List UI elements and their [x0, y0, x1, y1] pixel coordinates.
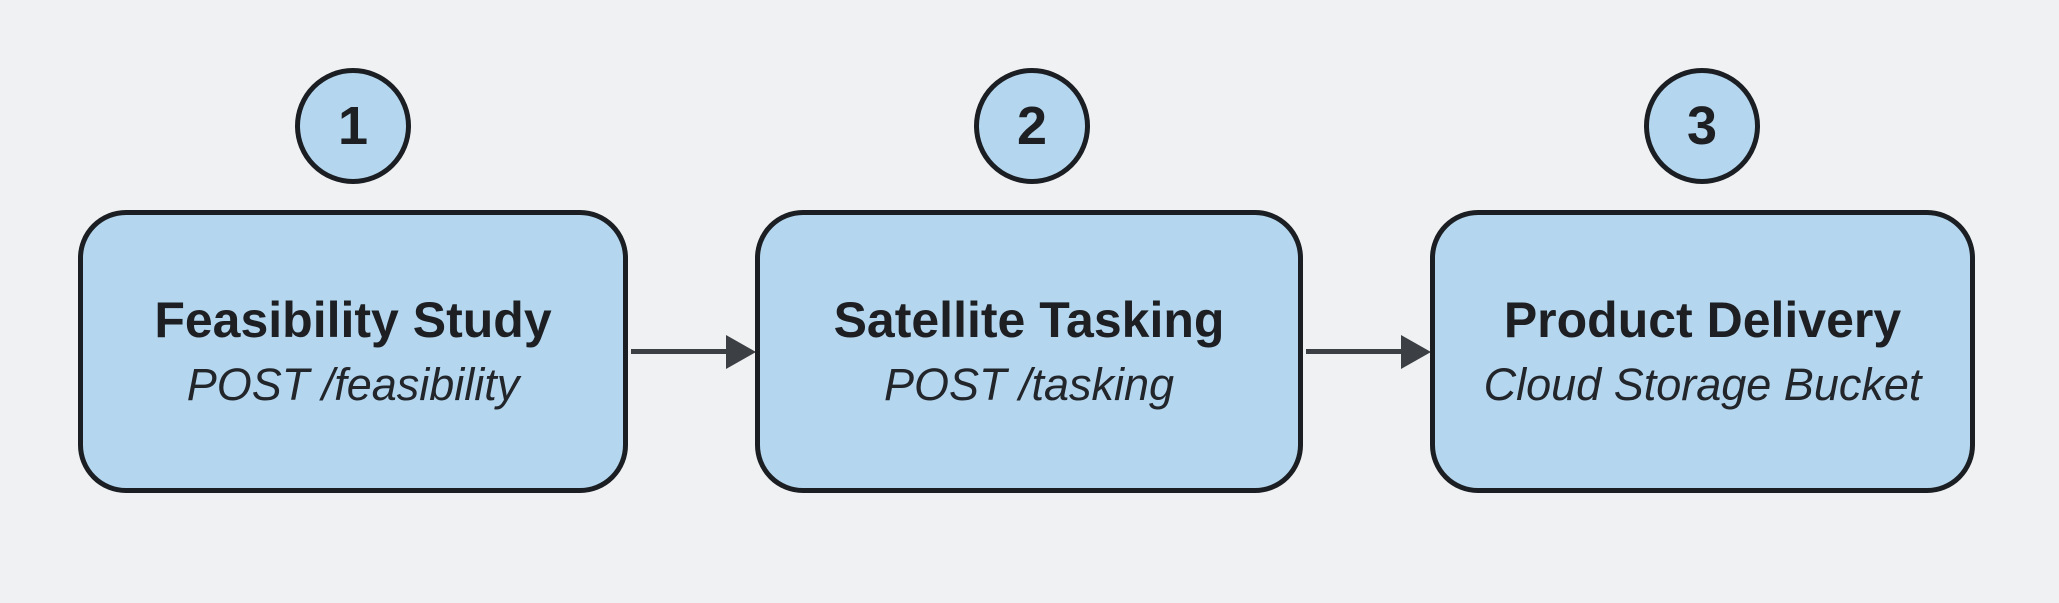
- step-3-node: Product Delivery Cloud Storage Bucket: [1430, 210, 1975, 493]
- step-3-subtitle: Cloud Storage Bucket: [1483, 359, 1922, 411]
- step-2-node: Satellite Tasking POST /tasking: [755, 210, 1303, 493]
- connector-line-2: [1306, 349, 1403, 354]
- step-1-number: 1: [337, 96, 369, 156]
- step-1-number-badge: 1: [295, 68, 411, 184]
- arrowhead-icon: [1401, 334, 1431, 369]
- step-1-subtitle: POST /feasibility: [186, 359, 520, 411]
- step-3-title: Product Delivery: [1503, 292, 1902, 349]
- step-3-number-badge: 3: [1644, 68, 1760, 184]
- step-2-subtitle: POST /tasking: [883, 359, 1175, 411]
- step-2-number-badge: 2: [974, 68, 1090, 184]
- connector-line-1: [631, 349, 728, 354]
- arrowhead-icon: [726, 334, 756, 369]
- step-1-title: Feasibility Study: [154, 292, 552, 349]
- step-3-number: 3: [1686, 96, 1718, 156]
- step-2-title: Satellite Tasking: [833, 292, 1225, 349]
- step-2-number: 2: [1016, 96, 1048, 156]
- step-1-node: Feasibility Study POST /feasibility: [78, 210, 628, 493]
